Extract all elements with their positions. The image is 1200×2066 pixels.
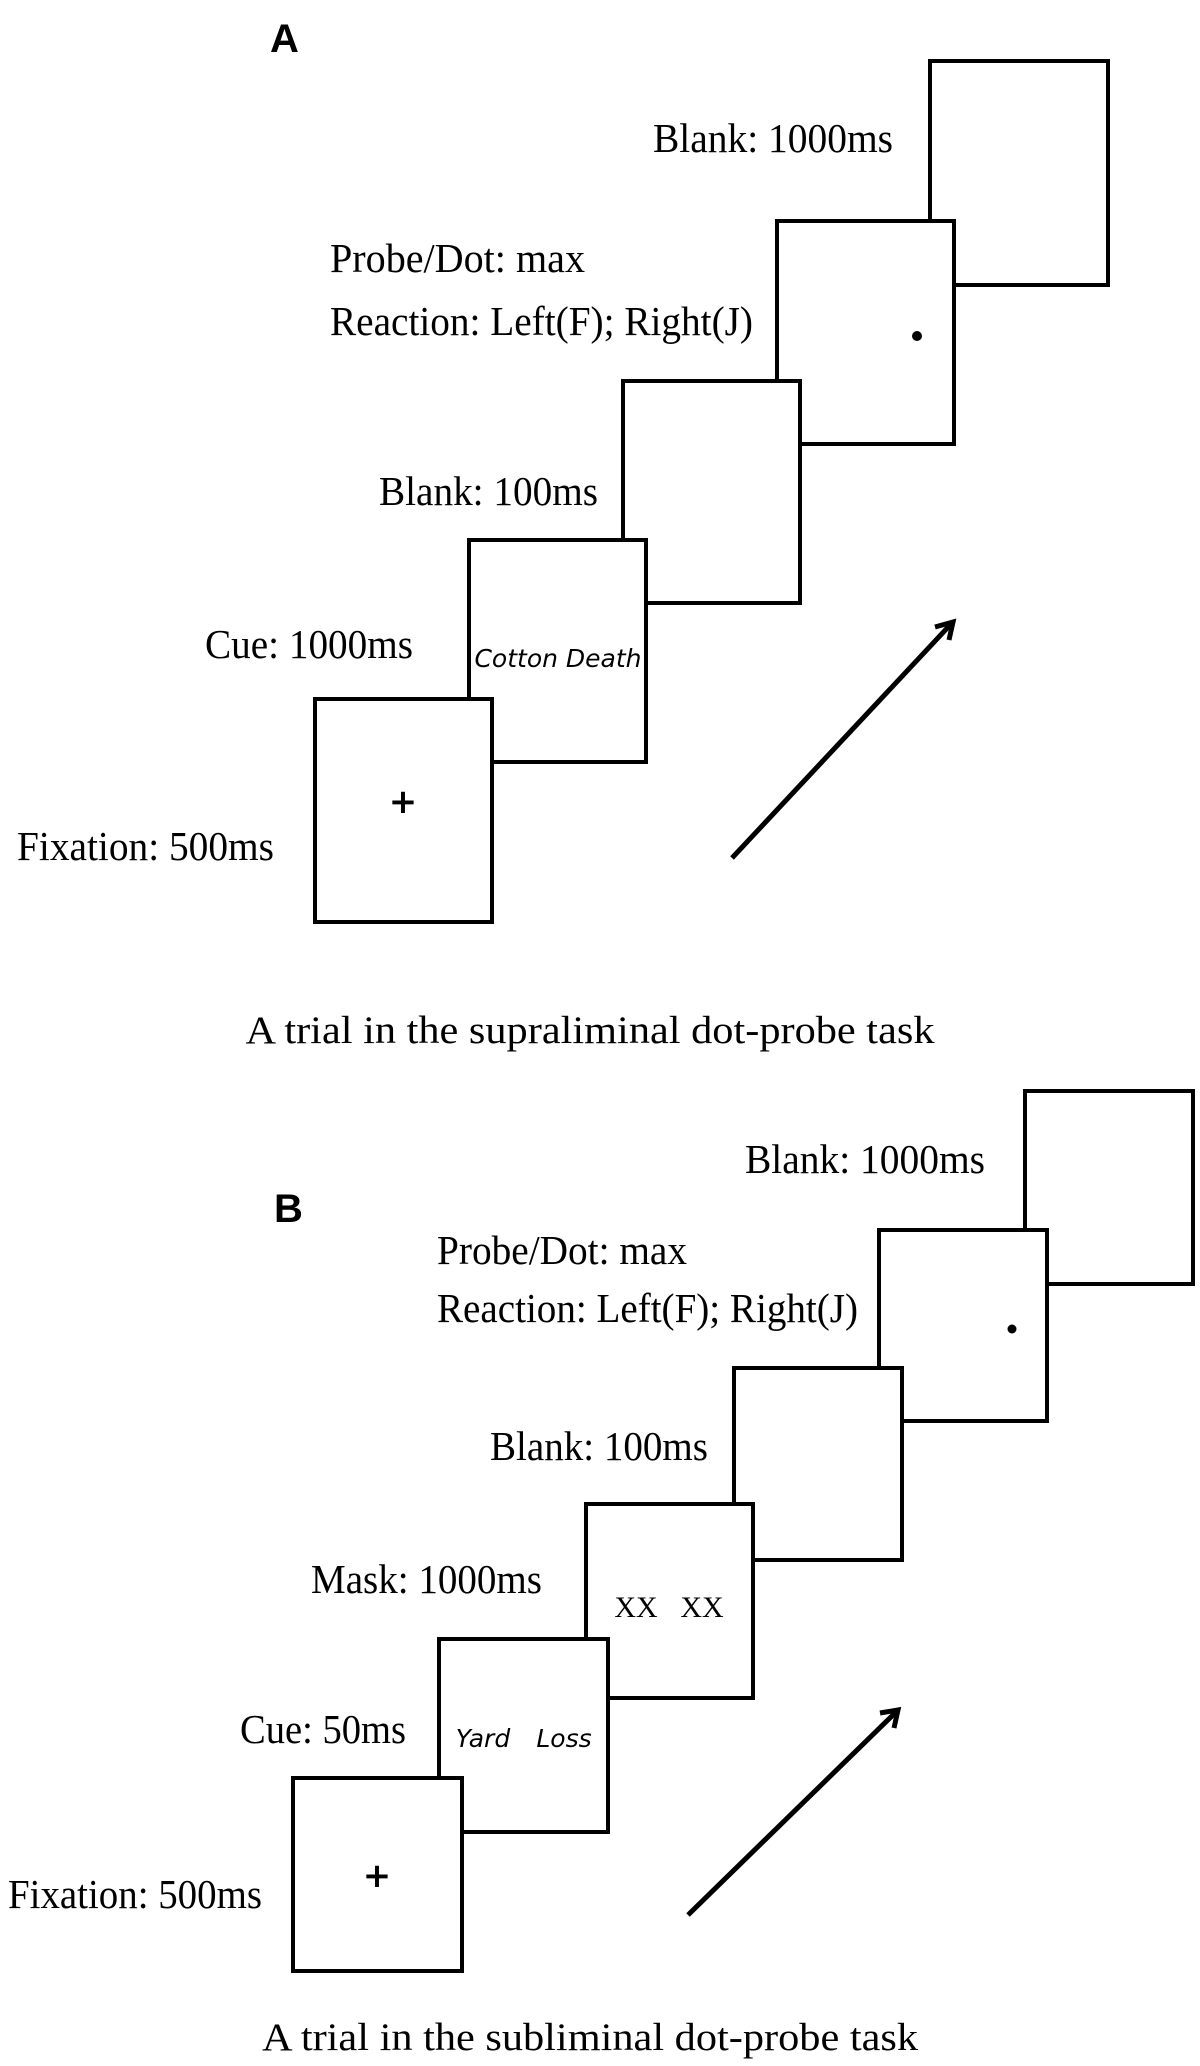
label-mask: Mask: 1000ms xyxy=(311,1556,542,1602)
time-arrow-icon xyxy=(730,618,957,860)
label-reaction: Reaction: Left(F); Right(J) xyxy=(330,298,753,344)
probe-dot-icon xyxy=(912,331,922,341)
label-cue: Cue: 50ms xyxy=(240,1706,406,1752)
caption-b: A trial in the subliminal dot-probe task xyxy=(262,2016,919,2059)
label-fixation: Fixation: 500ms xyxy=(8,1871,262,1917)
screen-blank-short xyxy=(621,379,802,605)
fixation-cross-icon: + xyxy=(363,1856,392,1896)
panel-letter-a: A xyxy=(270,17,299,61)
mask-right: XX xyxy=(680,1591,724,1624)
cue-word-right: Loss xyxy=(536,1724,591,1753)
label-blank-short: Blank: 100ms xyxy=(379,468,598,514)
time-arrow-icon xyxy=(686,1706,902,1917)
label-blank-short: Blank: 100ms xyxy=(490,1423,708,1469)
caption-a: A trial in the supraliminal dot-probe ta… xyxy=(246,1009,936,1052)
screen-probe xyxy=(877,1228,1049,1423)
screen-cue xyxy=(467,538,648,764)
screen-blank-long xyxy=(928,59,1110,287)
mask-left: XX xyxy=(614,1591,658,1624)
screen-blank-short xyxy=(732,1366,904,1562)
label-blank-long: Blank: 1000ms xyxy=(653,115,893,161)
label-probe: Probe/Dot: max xyxy=(437,1227,687,1273)
screen-cue xyxy=(437,1637,610,1834)
panel-b: B XX XX Yard Loss + Blank: 1000ms Probe/… xyxy=(8,1089,1195,2059)
label-reaction: Reaction: Left(F); Right(J) xyxy=(437,1285,858,1331)
label-fixation: Fixation: 500ms xyxy=(17,823,274,869)
screen-mask xyxy=(584,1502,755,1700)
fixation-cross-icon: + xyxy=(389,782,418,822)
label-probe: Probe/Dot: max xyxy=(330,235,585,281)
screen-fixation xyxy=(313,697,494,924)
probe-dot-icon xyxy=(1007,1324,1017,1334)
cue-words: Cotton Death xyxy=(474,644,641,673)
screen-blank-long xyxy=(1023,1089,1195,1286)
panel-letter-b: B xyxy=(274,1187,303,1231)
label-blank-long: Blank: 1000ms xyxy=(745,1136,985,1182)
screen-fixation xyxy=(291,1776,464,1973)
screen-probe xyxy=(775,219,956,446)
panel-a: A Cotton Death + Blank: 1000ms Probe/Dot… xyxy=(17,17,1110,1052)
label-cue: Cue: 1000ms xyxy=(205,621,413,667)
cue-word-left: Yard xyxy=(456,1724,511,1753)
